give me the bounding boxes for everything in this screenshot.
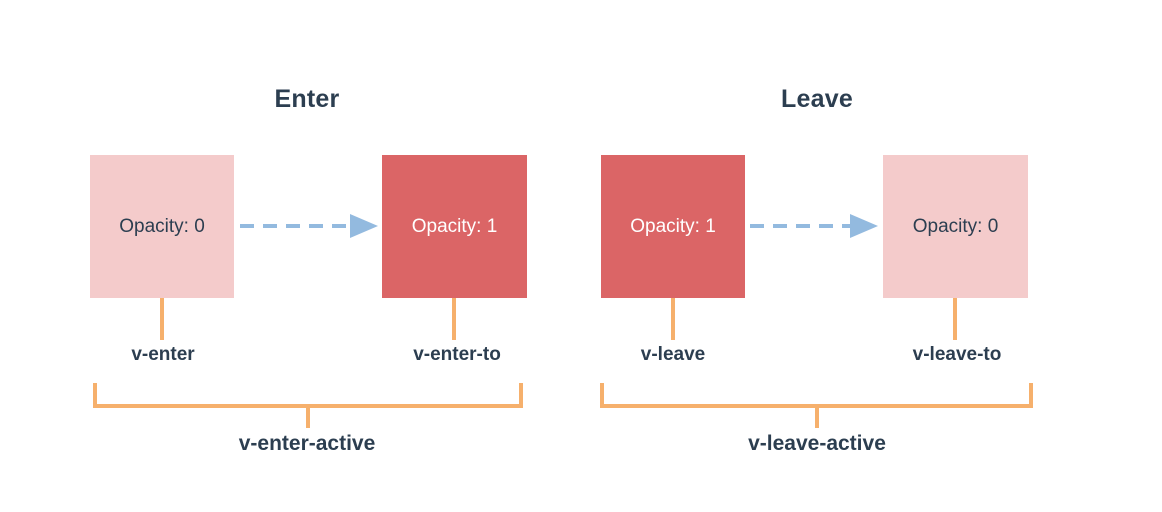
enter-to-connector-line — [452, 298, 456, 340]
leave-from-box: Opacity: 1 — [601, 155, 745, 298]
leave-from-class-label: v-leave — [640, 344, 706, 365]
leave-active-bracket — [600, 383, 1033, 428]
leave-to-connector-line — [953, 298, 957, 340]
leave-to-box-label: Opacity: 0 — [912, 215, 999, 237]
leave-from-connector-line — [671, 298, 675, 340]
enter-to-box-label: Opacity: 1 — [411, 215, 498, 237]
leave-active-class-label: v-leave-active — [748, 432, 886, 455]
enter-active-bracket-stem — [306, 408, 310, 428]
leave-title: Leave — [781, 85, 853, 113]
enter-from-box-label: Opacity: 0 — [119, 215, 205, 237]
enter-title: Enter — [274, 85, 340, 113]
enter-to-class-label: v-enter-to — [413, 344, 501, 365]
leave-from-box-label: Opacity: 1 — [630, 215, 716, 237]
leave-to-box: Opacity: 0 — [883, 155, 1028, 298]
enter-from-connector-line — [160, 298, 164, 340]
leave-active-bracket-stem — [814, 408, 819, 428]
enter-to-box: Opacity: 1 — [382, 155, 527, 298]
enter-from-box: Opacity: 0 — [90, 155, 234, 298]
enter-active-class-label: v-enter-active — [238, 432, 376, 455]
leave-to-class-label: v-leave-to — [912, 344, 1002, 365]
enter-from-class-label: v-enter — [131, 344, 195, 365]
enter-active-bracket — [93, 383, 523, 428]
enter-arrow-icon — [240, 214, 378, 238]
leave-arrow-icon — [750, 214, 878, 238]
